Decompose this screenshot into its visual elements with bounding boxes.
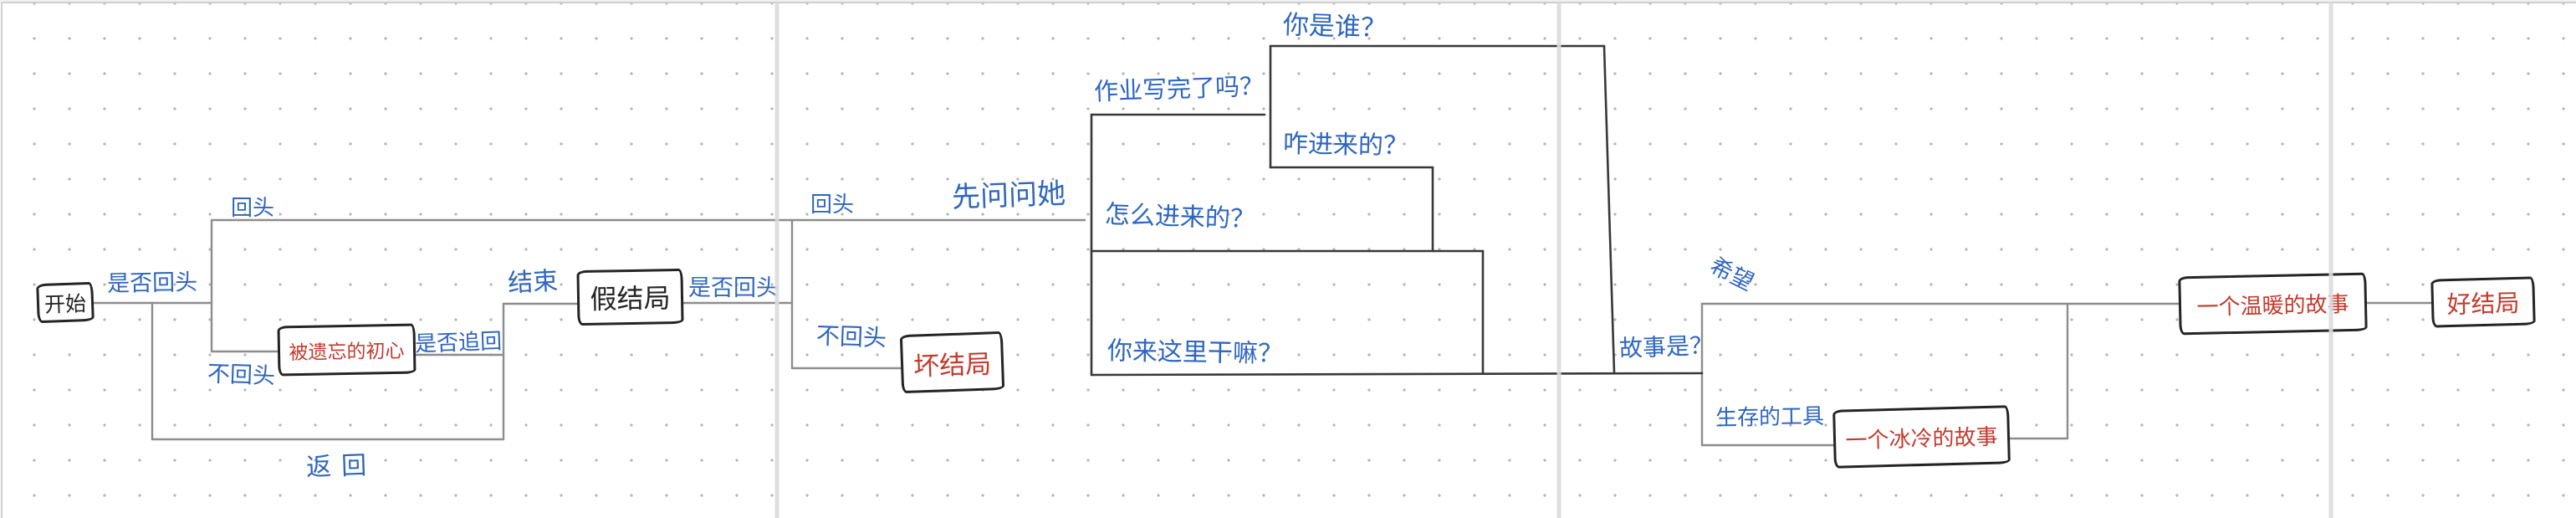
question-who-are-you[interactable]: 你是谁？ (1282, 9, 1388, 44)
edge-label-ask-her-first[interactable]: 先问问她 (951, 177, 1066, 215)
edge-label-story-is[interactable]: 故事是？ (1618, 331, 1714, 362)
edge-label-return[interactable]: 返回 (305, 450, 377, 483)
node-start-label: 开始 (43, 290, 87, 317)
node-good-ending[interactable]: 好结局 (2430, 276, 2536, 328)
edge-label-end[interactable]: 结束 (507, 266, 560, 299)
node-warm-story-label: 一个温暖的故事 (2196, 291, 2349, 321)
question-how-get-in-casual[interactable]: 咋进来的？ (1282, 129, 1409, 162)
node-fake-ending[interactable]: 假结局 (576, 268, 684, 326)
edge-label-turn-back-2[interactable]: 回头 (810, 192, 855, 218)
edge-label-turn-back-1[interactable]: 回头 (231, 196, 275, 221)
node-warm-story[interactable]: 一个温暖的故事 (2178, 272, 2368, 336)
edge-label-survival-tool[interactable]: 生存的工具 (1715, 403, 1825, 432)
question-why-are-you-here[interactable]: 你来这里干嘛？ (1107, 336, 1284, 369)
node-bad-ending-label: 坏结局 (912, 348, 992, 382)
edge-label-turn-back-question-2[interactable]: 是否回头 (688, 275, 779, 301)
node-fake-ending-label: 假结局 (590, 282, 671, 315)
node-start[interactable]: 开始 (36, 281, 95, 324)
edge-label-chase-back-question[interactable]: 是否追回 (414, 329, 503, 357)
dotted-grid-canvas[interactable] (2, 3, 2576, 518)
node-cold-story-label: 一个冰冷的故事 (1845, 424, 1998, 454)
sketch-long-drop[interactable] (1602, 44, 1616, 374)
edge-label-turn-back-question-1[interactable]: 是否回头 (106, 269, 198, 297)
canvas-margin-top (0, 0, 2576, 3)
node-cold-story[interactable]: 一个冰冷的故事 (1832, 405, 2011, 469)
node-bad-ending[interactable]: 坏结局 (899, 331, 1005, 394)
edge-label-no-turn-back-1[interactable]: 不回头 (207, 361, 276, 390)
sketch-why-here-line[interactable] (1090, 372, 1704, 377)
node-forgotten-intent[interactable]: 被遗忘的初心 (277, 323, 417, 377)
edge-label-no-turn-back-2[interactable]: 不回头 (815, 321, 887, 352)
question-homework-done[interactable]: 作业写完了吗？ (1093, 71, 1265, 106)
question-how-get-in[interactable]: 怎么进来的？ (1104, 199, 1256, 235)
node-forgotten-intent-label: 被遗忘的初心 (289, 340, 405, 365)
node-good-ending-label: 好结局 (2446, 288, 2520, 320)
